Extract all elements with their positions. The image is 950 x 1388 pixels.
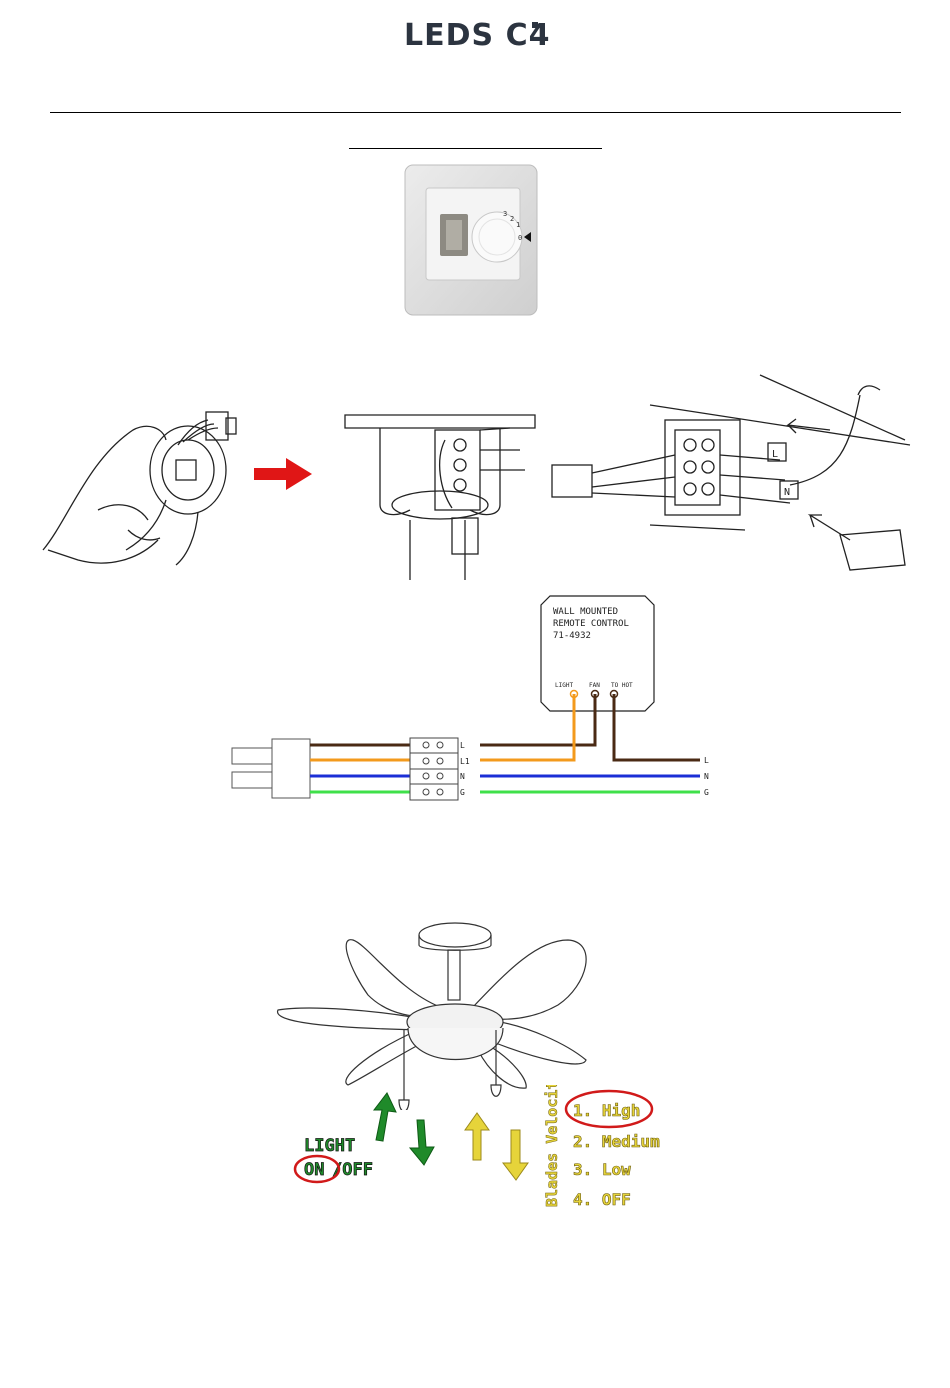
fan-pull-up-arrow-icon <box>465 1113 489 1160</box>
supply-label-l: L <box>704 756 709 765</box>
connector-housing <box>272 739 310 798</box>
block-label-l: L <box>460 741 465 750</box>
light-on-label: ON <box>304 1160 324 1180</box>
speed-high: 1. High <box>573 1101 640 1120</box>
speed-low: 3. Low <box>573 1160 631 1179</box>
light-pull-down-arrow-icon <box>410 1120 434 1165</box>
terminal-label-fan: FAN <box>589 682 600 689</box>
ceiling-fan-illustration <box>268 910 628 1110</box>
next-step-arrow-icon <box>254 458 312 490</box>
dial-mark-0: 0 <box>518 234 522 242</box>
terminal-block-illustration: L N <box>550 365 915 590</box>
remote-label-line2: REMOTE CONTROL <box>553 619 629 629</box>
speed-medium: 2. Medium <box>573 1132 660 1151</box>
block-label-g: G <box>460 788 465 797</box>
brand-logo: LEDS C4 <box>404 18 550 53</box>
light-title: LIGHT <box>304 1136 355 1156</box>
terminal-label-to-hot: TO HOT <box>611 682 633 689</box>
remote-model-number: 71-4932 <box>553 631 591 641</box>
terminal-label-light: LIGHT <box>555 682 573 689</box>
remote-label-line1: WALL MOUNTED <box>553 607 618 617</box>
dial-mark-2: 2 <box>510 215 514 223</box>
section-underline <box>349 148 602 149</box>
svg-text:L: L <box>772 449 778 460</box>
fan-pull-down-arrow-icon <box>503 1130 528 1180</box>
header-divider <box>50 112 901 113</box>
svg-text:N: N <box>784 487 790 498</box>
terminal-block <box>410 738 458 800</box>
wall-switch-photo: 3 2 1 0 <box>400 160 542 318</box>
connector-plug-top <box>232 748 272 764</box>
connector-hand-illustration <box>38 400 248 570</box>
block-label-n: N <box>460 772 465 781</box>
block-label-l1: L1 <box>460 757 470 766</box>
ceiling-bracket-illustration <box>340 410 540 580</box>
connector-plug-bottom <box>232 772 272 788</box>
light-pull-up-arrow-icon <box>374 1093 396 1141</box>
supply-label-g: G <box>704 788 709 797</box>
wiring-diagram: WALL MOUNTED REMOTE CONTROL 71-4932 LIGH… <box>225 590 725 805</box>
fan-control-legend: LIGHT ON /OFF Blades Velocity 1. High 2.… <box>290 1085 680 1215</box>
logo-trademark-mark <box>532 22 538 28</box>
dial-mark-3: 3 <box>503 210 507 218</box>
blades-velocity-title: Blades Velocity <box>543 1085 561 1207</box>
dial-mark-1: 1 <box>516 221 520 229</box>
speed-off: 4. OFF <box>573 1190 631 1209</box>
supply-label-n: N <box>704 772 709 781</box>
